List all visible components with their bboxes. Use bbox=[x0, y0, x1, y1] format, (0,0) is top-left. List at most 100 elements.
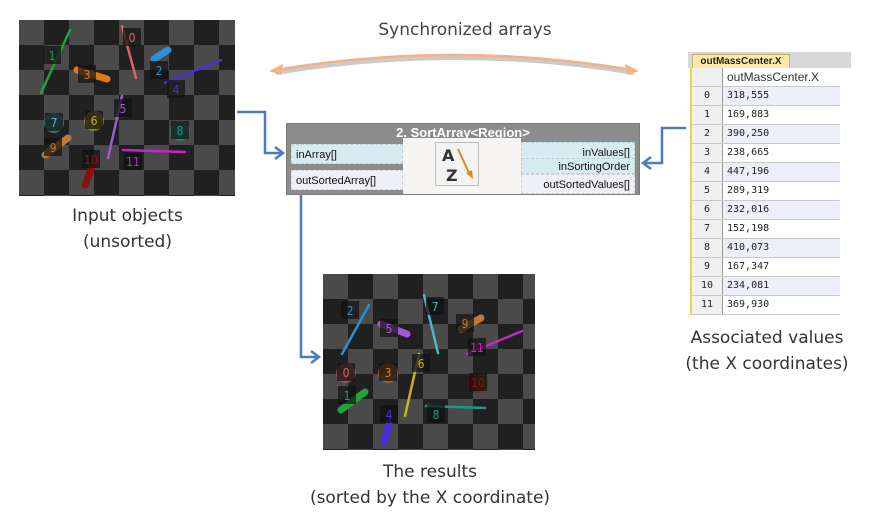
table-header-row: outMassCenter.X bbox=[692, 68, 840, 87]
tab-out-mass-center-x[interactable]: outMassCenter.X bbox=[692, 54, 790, 69]
connector-node-to-results bbox=[299, 194, 318, 359]
table-row[interactable]: 1 169,883 bbox=[692, 106, 840, 125]
region-shape bbox=[121, 148, 187, 154]
port-out-sorted-values[interactable]: outSortedValues[] bbox=[521, 174, 635, 194]
region-label: 8 bbox=[177, 124, 184, 138]
table-row[interactable]: 11 369,930 bbox=[692, 296, 840, 315]
row-index: 0 bbox=[692, 87, 723, 105]
sort-az-icon: A Z bbox=[435, 142, 479, 186]
region-shape bbox=[340, 303, 371, 356]
row-value[interactable]: 318,555 bbox=[723, 87, 840, 105]
row-index: 5 bbox=[692, 182, 723, 200]
row-value[interactable]: 369,930 bbox=[727, 299, 770, 310]
region-label: 10 bbox=[471, 376, 485, 390]
row-value[interactable]: 289,319 bbox=[727, 185, 770, 196]
region-label: 0 bbox=[129, 31, 136, 45]
region-label: 2 bbox=[156, 64, 163, 78]
node-icon-panel: A Z bbox=[403, 138, 521, 194]
row-index: 6 bbox=[692, 201, 723, 219]
row-value[interactable]: 232,016 bbox=[723, 201, 840, 219]
arrow-head-right-icon bbox=[625, 64, 639, 75]
region-label: 3 bbox=[385, 366, 392, 380]
row-value[interactable]: 167,347 bbox=[727, 261, 770, 272]
region-label: 5 bbox=[120, 102, 127, 116]
region-label: 1 bbox=[49, 49, 56, 63]
row-value[interactable]: 238,665 bbox=[727, 147, 770, 158]
row-value[interactable]: 390,250 bbox=[723, 125, 840, 143]
region-shape bbox=[163, 58, 223, 85]
region-label: 9 bbox=[462, 317, 469, 331]
port-out-sorted-array[interactable]: outSortedArray[] bbox=[291, 170, 403, 190]
row-index: 9 bbox=[692, 258, 723, 276]
sync-double-arrow bbox=[269, 53, 639, 75]
region-label: 11 bbox=[126, 155, 140, 169]
region-label: 11 bbox=[470, 341, 484, 355]
region-label: 7 bbox=[51, 116, 58, 130]
row-index: 11 bbox=[692, 296, 723, 314]
region-label: 0 bbox=[343, 366, 350, 380]
input-caption-line2: (unsorted) bbox=[83, 232, 172, 252]
region-label: 2 bbox=[347, 304, 354, 318]
sort-array-node[interactable]: 2. SortArray<Region> inArray[] outSorted… bbox=[286, 123, 640, 195]
port-in-array[interactable]: inArray[] bbox=[291, 144, 403, 164]
arrow-head-values-icon bbox=[640, 156, 652, 170]
region-label: 6 bbox=[418, 357, 425, 371]
table-row[interactable]: 5 289,319 bbox=[692, 182, 840, 201]
row-index: 2 bbox=[692, 125, 723, 143]
region-label: 9 bbox=[50, 141, 57, 155]
region-label: 1 bbox=[344, 389, 351, 403]
table-row[interactable]: 9 167,347 bbox=[692, 258, 840, 277]
table-row[interactable]: 3 238,665 bbox=[692, 144, 840, 163]
input-caption: Input objects (unsorted) bbox=[20, 203, 235, 255]
region-shape bbox=[150, 46, 172, 63]
region-label: 7 bbox=[432, 300, 439, 314]
row-value[interactable]: 447,196 bbox=[723, 163, 840, 181]
row-value[interactable]: 234,081 bbox=[723, 277, 840, 295]
values-caption: Associated values (the X coordinates) bbox=[660, 325, 874, 377]
connector-input-to-node bbox=[237, 110, 282, 155]
row-value[interactable]: 169,883 bbox=[727, 109, 770, 120]
row-value[interactable]: 410,073 bbox=[723, 239, 840, 257]
row-index: 10 bbox=[692, 277, 723, 295]
row-index: 8 bbox=[692, 239, 723, 257]
column-header[interactable]: outMassCenter.X bbox=[723, 68, 840, 86]
region-label: 5 bbox=[386, 322, 393, 336]
values-caption-line2: (the X coordinates) bbox=[685, 354, 849, 374]
region-label: 6 bbox=[91, 114, 98, 128]
row-index: 4 bbox=[692, 163, 723, 181]
node-title: 2. SortArray<Region> bbox=[396, 125, 530, 140]
results-caption-line1: The results bbox=[383, 462, 477, 482]
arrow-head-left-icon bbox=[269, 64, 283, 75]
region-label: 3 bbox=[84, 68, 91, 82]
arrow-head-node-input-icon bbox=[274, 146, 286, 160]
region-label: 8 bbox=[433, 408, 440, 422]
region-shape bbox=[380, 420, 393, 446]
row-index: 3 bbox=[692, 144, 723, 162]
row-index: 1 bbox=[692, 106, 723, 124]
region-label: 4 bbox=[173, 83, 180, 97]
values-caption-line1: Associated values bbox=[690, 328, 844, 348]
input-caption-line1: Input objects bbox=[72, 206, 183, 226]
port-in-sorting-order[interactable]: inSortingOrder bbox=[521, 158, 635, 174]
arrow-head-results-icon bbox=[310, 350, 322, 364]
table-row[interactable]: 7 152,198 bbox=[692, 220, 840, 239]
row-index: 7 bbox=[692, 220, 723, 238]
corner-cell bbox=[692, 68, 723, 86]
port-in-values[interactable]: inValues[] bbox=[521, 142, 635, 162]
results-caption-line2: (sorted by the X coordinate) bbox=[309, 488, 551, 508]
row-value[interactable]: 152,198 bbox=[727, 223, 770, 234]
sync-arrows-label: Synchronized arrays bbox=[378, 20, 552, 40]
connector-values-to-node bbox=[644, 126, 686, 165]
svg-text:A: A bbox=[442, 146, 455, 165]
